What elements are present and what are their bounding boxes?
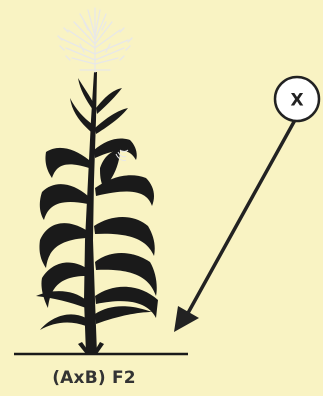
corn-plant-icon (36, 72, 158, 354)
tassel-icon (58, 8, 132, 72)
pointer-arrow-icon (174, 120, 295, 332)
x-marker: X (275, 77, 319, 121)
x-marker-label: X (290, 91, 303, 111)
generation-caption: (AxB) F2 (0, 368, 188, 388)
